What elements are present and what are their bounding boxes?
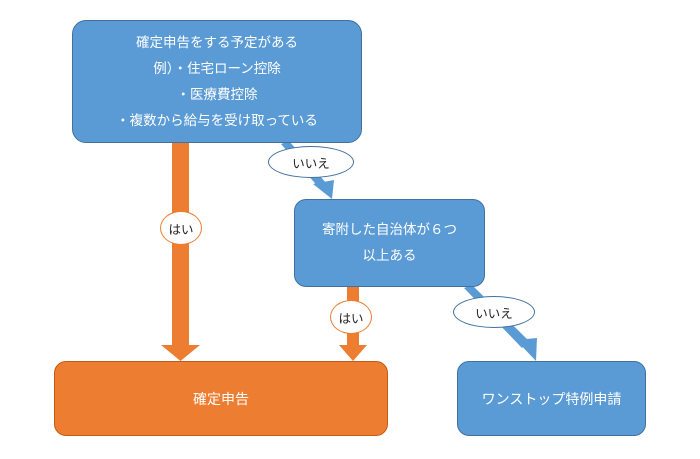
question-line: 寄附した自治体が６つ (322, 222, 457, 238)
result-box-tax-return: 確定申告 (54, 361, 388, 436)
question-line: ・医療費控除 (176, 86, 258, 103)
edge-label-no: いいえ (268, 146, 354, 178)
arrow-q1-yes (161, 143, 200, 361)
result-label: 確定申告 (193, 391, 249, 408)
question-box-municipality-count: 寄附した自治体が６つ 以上ある (294, 199, 485, 287)
question-box-tax-return-plan: 確定申告をする予定がある 例）・住宅ローン控除 ・医療費控除 ・複数から給与を受… (72, 20, 362, 143)
edge-label-no: いいえ (453, 296, 535, 328)
question-line: 確定申告をする予定がある (136, 34, 298, 51)
question-line: 以上ある (362, 248, 417, 264)
edge-label-yes: はい (330, 300, 372, 334)
result-label: ワンストップ特例申請 (481, 391, 622, 408)
result-box-one-stop: ワンストップ特例申請 (457, 361, 646, 436)
question-line: ・複数から給与を受け取っている (116, 112, 318, 129)
edge-label-yes: はい (160, 211, 202, 245)
question-line: 例）・住宅ローン控除 (153, 60, 281, 77)
